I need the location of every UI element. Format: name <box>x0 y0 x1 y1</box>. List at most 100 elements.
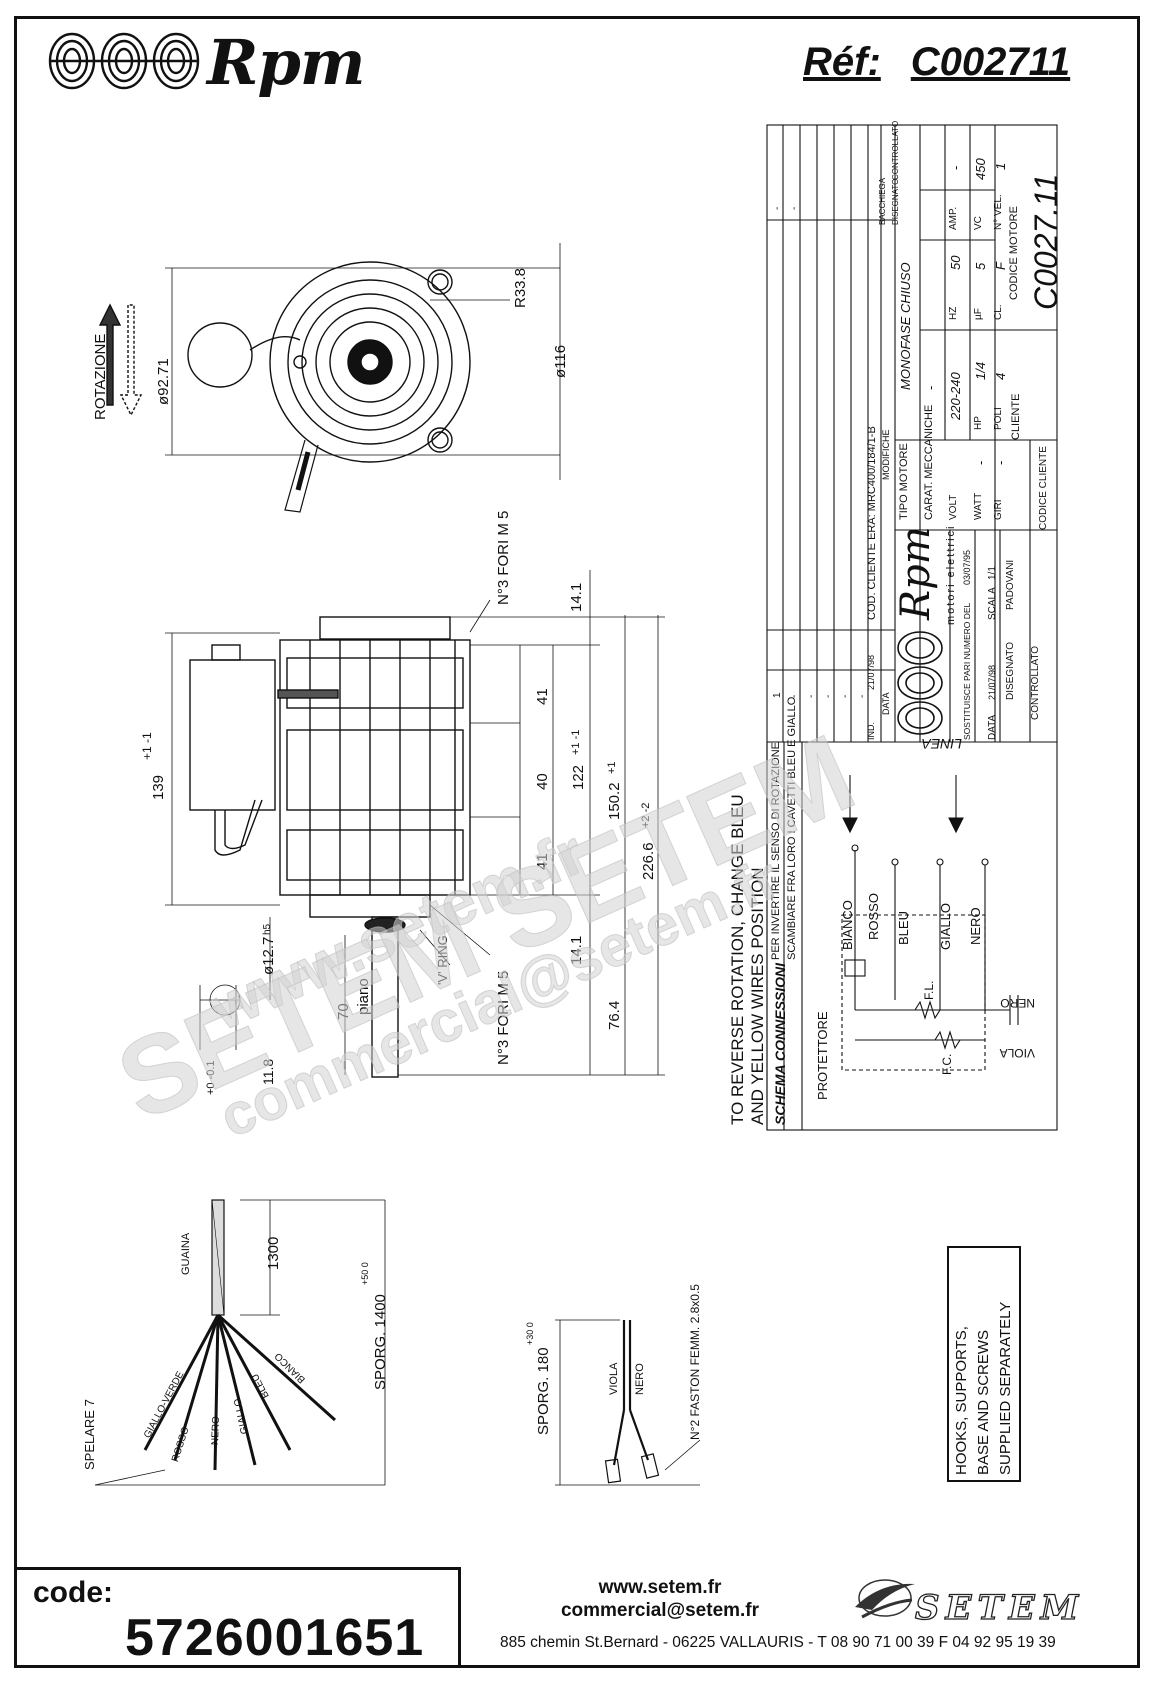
cable-sporg-1400-tol: +50 0 <box>360 1262 370 1285</box>
dim-height-tolerance: +1 -1 <box>140 732 154 760</box>
tb-rpm-logo: Rpm <box>893 526 939 620</box>
cable-capacitor-drawing <box>555 1319 701 1486</box>
reference-label: Réf: <box>803 40 881 84</box>
tb-row-4: - <box>823 694 834 698</box>
dim-shaft-tolerance: h5 <box>262 923 273 935</box>
tb-poli-value: 4 <box>993 372 1008 380</box>
wire-rosso: ROSSO <box>866 893 881 940</box>
dim-fan-diameter: ø92.71 <box>155 358 172 405</box>
tb-cl: CL. <box>993 304 1004 320</box>
tb-tipo-motore: TIPO MOTORE <box>898 443 910 520</box>
code-box: code: 5726001651 <box>14 1567 461 1668</box>
wire-bianco: BIANCO <box>840 900 855 950</box>
tb-tipo-value: MONOFASE CHIUSO <box>898 262 913 390</box>
wire-nero: NERO <box>968 907 983 945</box>
dim-40: 40 <box>534 773 551 790</box>
motor-top-view <box>165 243 561 513</box>
rpm-coil-logo <box>48 32 200 90</box>
supplied-note-line2: BASE AND SCREWS <box>975 1329 992 1475</box>
dim-total-length: 226.6 <box>640 842 657 880</box>
reference-value: C002711 <box>910 40 1071 84</box>
cable-spelare: SPELARE 7 <box>82 1399 97 1470</box>
tb-row-7: - <box>772 206 783 210</box>
motor-side-view <box>189 616 471 1078</box>
setem-wordmark: SETEM <box>914 1587 1085 1628</box>
fl-label: F.L. <box>922 980 936 1000</box>
dim-150-tolerance: +1 <box>606 761 618 774</box>
cable2-sporg-180-tol: +30 0 <box>525 1322 535 1345</box>
flat-label: piano <box>355 978 372 1015</box>
tb-cl-value: F <box>993 262 1008 270</box>
dim-height: 139 <box>150 774 167 800</box>
tb-nvel-value: 1 <box>993 162 1008 170</box>
tb-data-value: 21/07/98 <box>987 664 997 700</box>
tb-hz: HZ <box>948 306 959 320</box>
dim-body-diameter: ø116 <box>552 344 569 378</box>
title-block-grid <box>766 124 1058 1131</box>
fc-label: F.C. <box>940 1053 954 1075</box>
cable-dim-1300: 1300 <box>265 1236 282 1270</box>
tb-carat-value: - <box>923 385 938 390</box>
tb-codice-motore-value: C0027.11 <box>1028 173 1064 310</box>
tb-revision-rows-right: - - <box>770 160 882 220</box>
cable-guaina: GUAINA <box>180 1232 192 1275</box>
tb-controllato: CONTROLLATO <box>1030 645 1041 720</box>
footer-website[interactable]: www.setem.fr <box>598 1577 722 1598</box>
setem-swoosh-logo <box>855 1579 915 1619</box>
v-ring-label: 'V' RING <box>435 935 450 985</box>
tb-row-6: - <box>857 694 868 698</box>
footer-address: 885 chemin St.Bernard - 06225 VALLAURIS … <box>500 1634 1056 1651</box>
tb-disegnato-value: PADOVANI <box>1005 559 1016 610</box>
tb-uf-value: 5 <box>973 262 988 270</box>
tb-amp: AMP. <box>948 206 959 230</box>
tb-volt: VOLT <box>948 494 959 520</box>
dim-shaft-diameter: ø12.7 <box>260 936 277 975</box>
tb-hp: HP <box>973 416 984 430</box>
side-dimensions <box>165 570 665 1076</box>
footer-email[interactable]: commercial@setem.fr <box>560 1600 760 1621</box>
reverse-note-line1: TO REVERSE ROTATION, CHANGE BLEU <box>728 794 747 1125</box>
tb-hz-value: 50 <box>948 255 963 270</box>
cable2-nero: NERO <box>634 1363 646 1395</box>
tb-nvel: N° VEL. <box>993 194 1004 230</box>
dim-total-tolerance: +2 -2 <box>640 802 652 828</box>
wire-bleu: BLEU <box>896 911 911 945</box>
tb-row-5: - <box>840 694 851 698</box>
dim-flat: 11.8 <box>260 1058 276 1085</box>
tb-controllato-col: CONTROLLATO <box>891 120 900 180</box>
tb-row-1: 1 <box>772 692 783 698</box>
supplied-note-line1: HOOKS, SUPPORTS, <box>953 1326 970 1475</box>
tb-sostituisce-date: 03/07/95 <box>962 549 972 585</box>
wire-label-nero: NERO <box>210 1416 223 1446</box>
tb-codice-motore: CODICE MOTORE <box>1008 206 1020 300</box>
cable2-sporg-180: SPORG. 180 <box>535 1347 552 1435</box>
tb-scala-value: 1/1 <box>987 566 998 580</box>
dim-76: 76.4 <box>606 1000 623 1030</box>
tb-cod-cliente: COD. CLIENTE ERA: MRC400/184/1-B <box>866 426 878 620</box>
connection-title: SCHEMA CONNESSIONI <box>772 962 788 1125</box>
tb-modifiche: MODIFICHE <box>881 429 891 481</box>
tb-vc-value: 450 <box>973 158 988 180</box>
tb-uf: µF <box>973 308 984 320</box>
rotation-arrows <box>98 303 143 417</box>
tb-giri-value: - <box>993 460 1008 465</box>
tb-rpm-coil-logo <box>897 631 943 735</box>
protector-label: PROTETTORE <box>815 1011 830 1100</box>
tb-row-3: - <box>806 694 817 698</box>
mount-holes-bottom: N°3 FORI M 5 <box>495 970 512 1065</box>
dim-flat-tolerance: +0 -0.1 <box>205 1060 217 1095</box>
tb-scala: SCALA <box>987 587 998 620</box>
tb-cliente: CLIENTE <box>1010 393 1022 440</box>
tb-revision-rows: 1 - - - - - <box>770 600 882 740</box>
cap-viola-label: VIOLA <box>999 1046 1035 1060</box>
dim-radius: R33.8 <box>512 267 529 308</box>
connection-note-it-1: PER INVERTIRE IL SENSO DI ROTAZIONE <box>770 741 782 960</box>
code-label: code: <box>33 1576 114 1609</box>
cable2-viola: VIOLA <box>608 1362 620 1395</box>
cable-main-drawing <box>94 1199 386 1486</box>
reverse-note-line2: AND YELLOW WIRES POSITION <box>748 867 767 1125</box>
dim-70: 70 <box>335 1003 352 1020</box>
tb-giri: GIRI <box>993 499 1004 520</box>
dim-41-bottom: 41 <box>534 853 551 870</box>
